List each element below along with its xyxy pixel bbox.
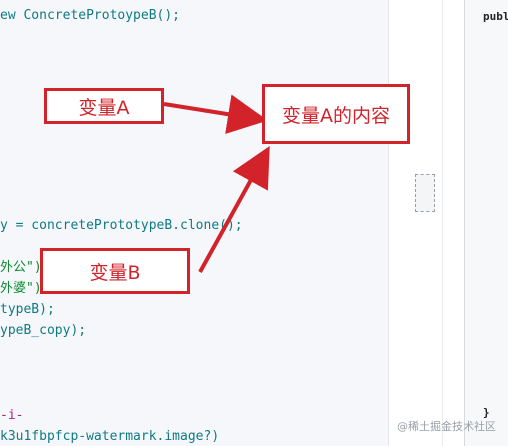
code-line: y = concretePrototypeB.clone(); (0, 218, 243, 233)
right-pane-code-bottom: } (483, 406, 490, 419)
code-line: 外公"); (0, 260, 50, 275)
right-pane-code-top: publ (483, 10, 508, 23)
code-line: 外婆"); (0, 281, 50, 296)
site-watermark: @稀土掘金技术社区 (397, 420, 496, 433)
minimap-viewport[interactable] (415, 174, 435, 212)
variable-a-content-label: 变量A的内容 (262, 84, 410, 144)
variable-a-label: 变量A (44, 88, 164, 124)
code-line: ypeB_copy); (0, 323, 87, 338)
code-editor-pane[interactable]: ew ConcreteProtoypeB(); y = concreteProt… (0, 0, 388, 446)
code-line: k3u1fbpfcp-watermark.image?) (0, 429, 220, 444)
right-editor-pane[interactable]: publ } (464, 0, 508, 446)
code-line: -i- (0, 408, 24, 423)
variable-b-label: 变量B (40, 248, 190, 294)
editor-side-pane (388, 0, 465, 446)
gutter-divider (442, 0, 443, 446)
code-line: ew ConcreteProtoypeB(); (0, 8, 181, 23)
code-line: typeB); (0, 302, 55, 317)
